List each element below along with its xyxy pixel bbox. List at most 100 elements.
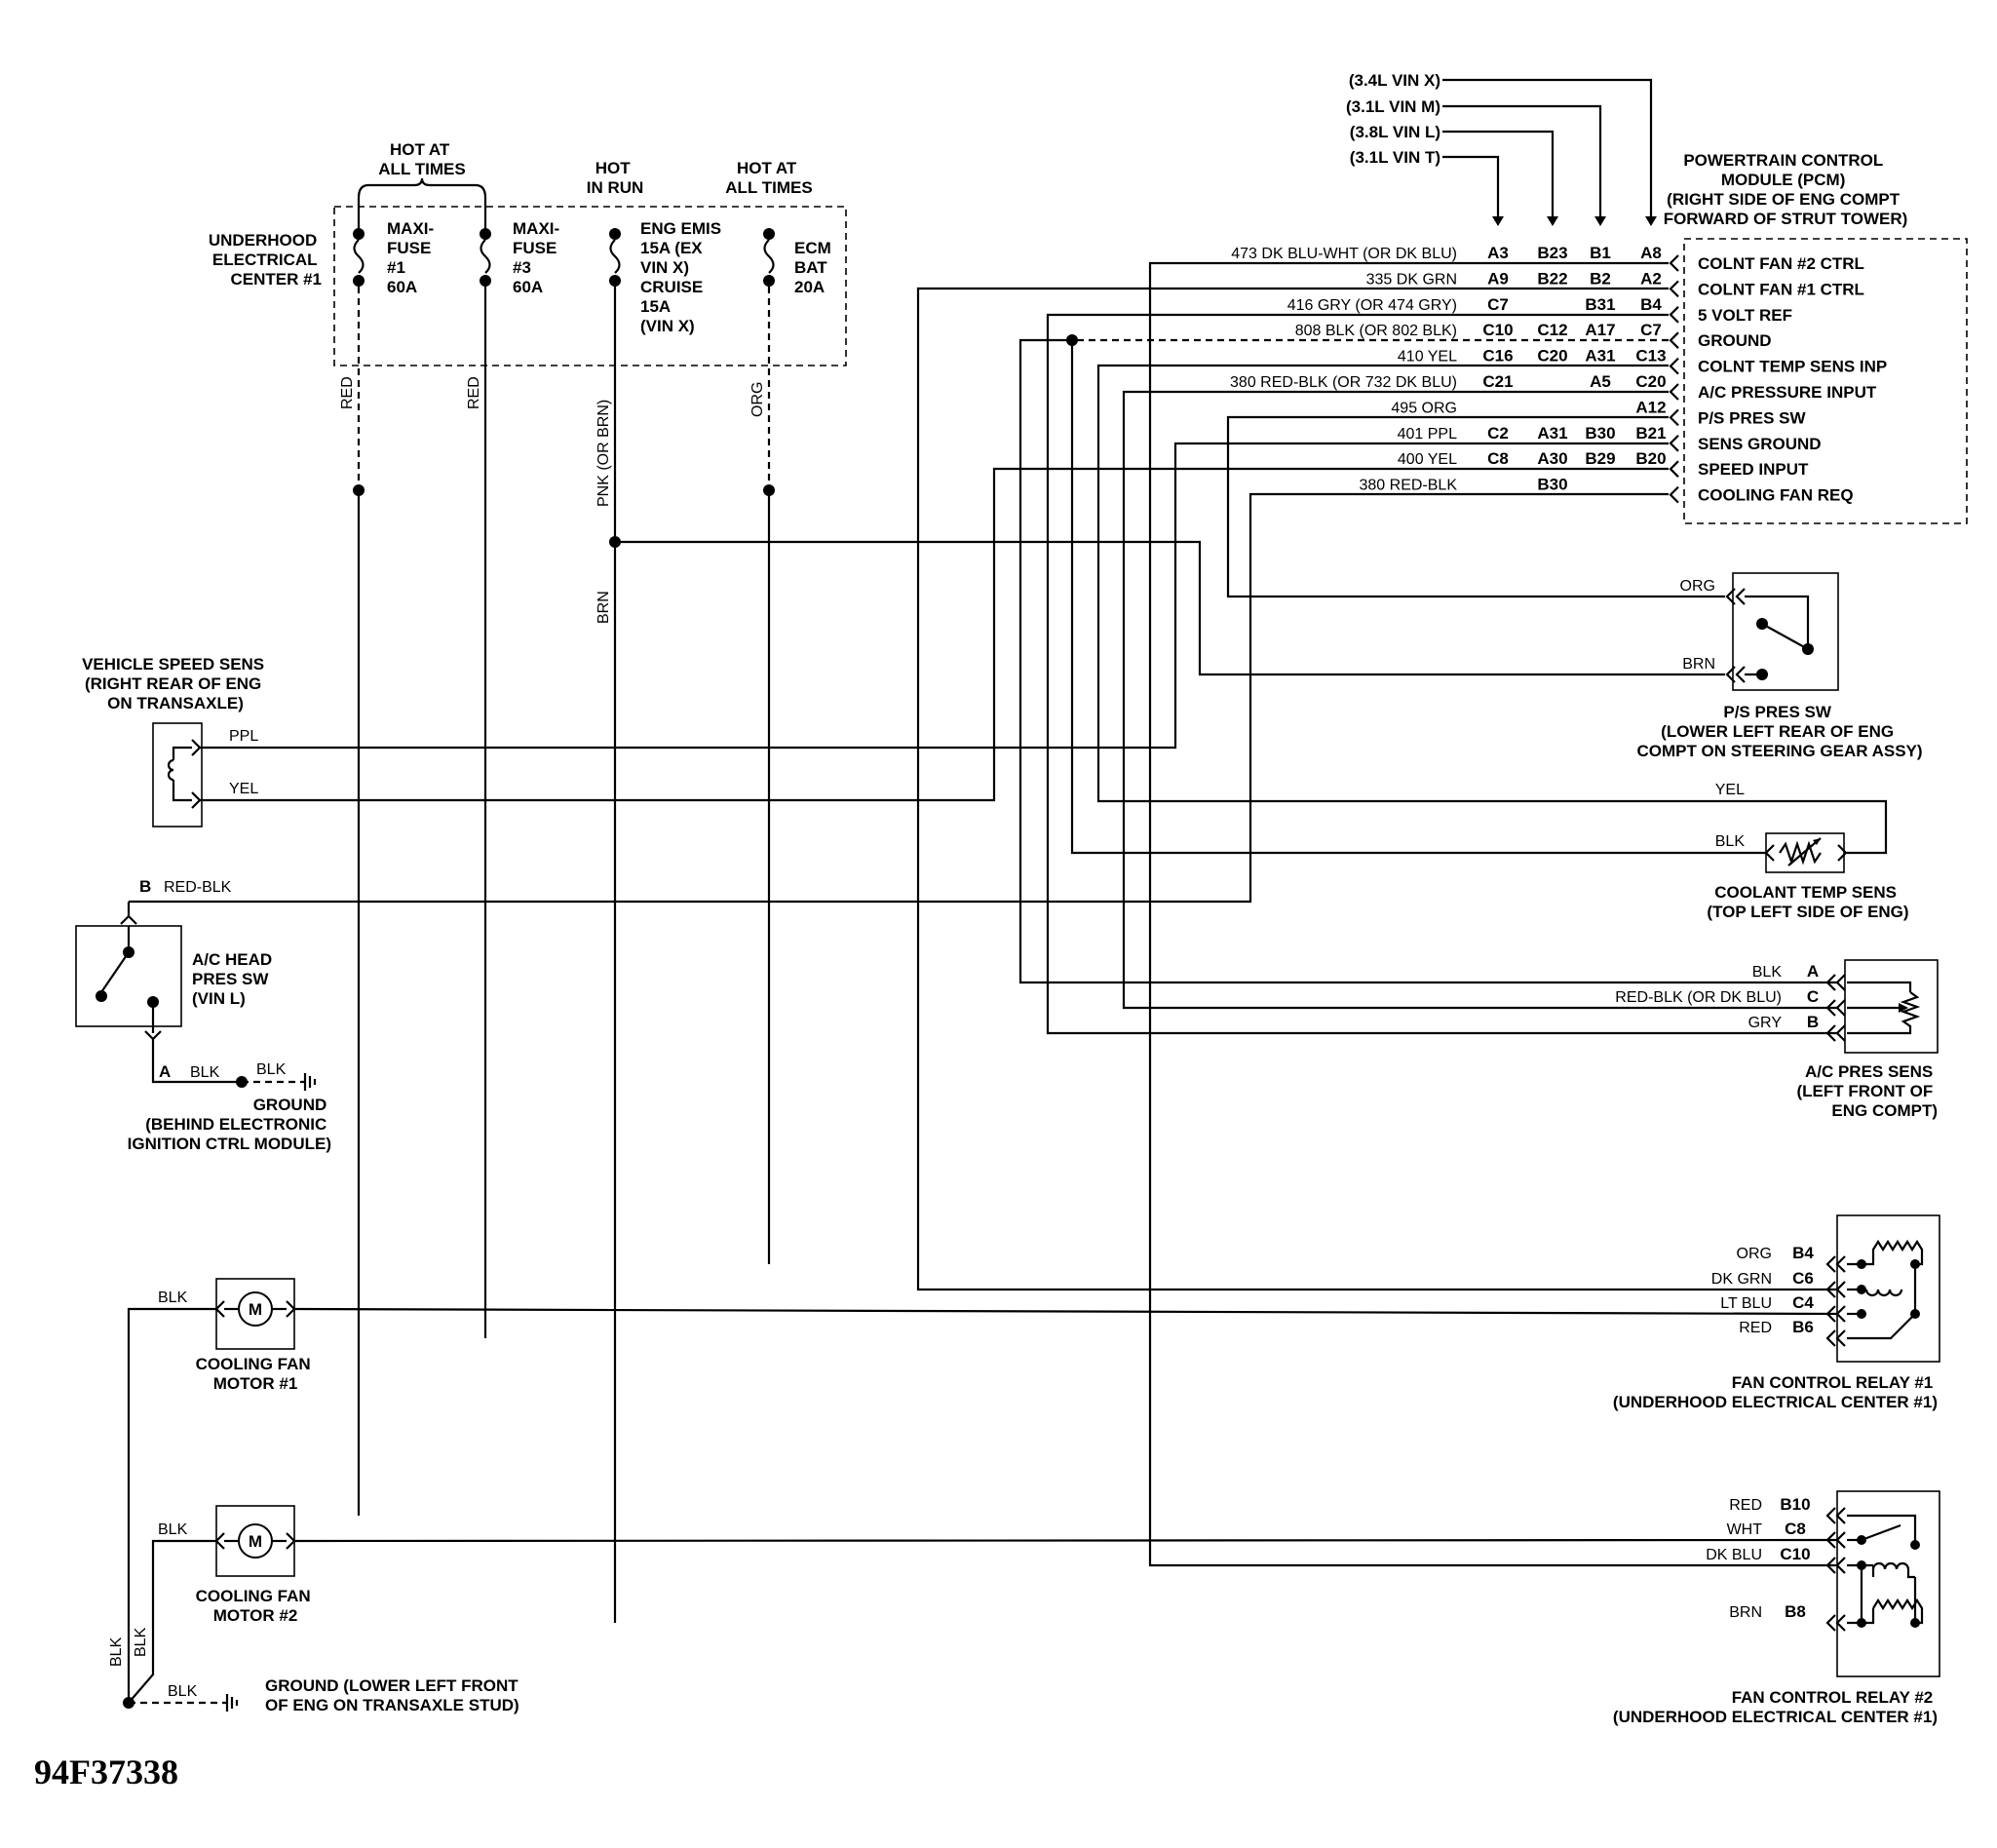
pcm-wire-label: 473 DK BLU-WHT (OR DK BLU) (1231, 246, 1457, 262)
connector-pin-label: B4 (1792, 1244, 1814, 1262)
vss-wire-yel: YEL (229, 781, 258, 797)
pcm-pin-label: C21 (1482, 372, 1513, 391)
fuse3-label: MAXI- FUSE #3 60A (513, 219, 564, 296)
connector-wire-label: RED (1729, 1497, 1762, 1514)
cts-wire-blk: BLK (1715, 833, 1746, 850)
eng-emis-fuse-label: ENG EMIS 15A (EX VIN X) CRUISE 15A (VIN … (640, 219, 726, 335)
acsw-bot-pin: A (159, 1062, 171, 1081)
eng-emis-fuse: ENG EMIS 15A (EX VIN X) CRUISE 15A (VIN … (609, 219, 726, 335)
pcm-pin-label: C7 (1487, 295, 1509, 314)
connector-row: DK BLU C10 (1706, 1545, 1846, 1574)
fan2-title: COOLING FAN MOTOR #2 (196, 1587, 316, 1625)
pcm-title: POWERTRAIN CONTROL MODULE (PCM) (RIGHT S… (1664, 151, 1908, 228)
connector-row: RED-BLK (OR DK BLU)C (1615, 987, 1846, 1017)
pcm-wire-label: 416 GRY (OR 474 GRY) (1287, 297, 1457, 314)
fan1-title: COOLING FAN MOTOR #1 (196, 1355, 316, 1393)
connector-wire-label: WHT (1727, 1521, 1763, 1538)
vss-wire-ppl: PPL (229, 728, 258, 745)
pcm-pin-label: C10 (1482, 321, 1513, 339)
underhood-title: UNDERHOOD ELECTRICAL CENTER #1 (209, 231, 322, 289)
connector-wire-label: ORG (1737, 1246, 1772, 1262)
pcm-pin-label: B22 (1537, 269, 1567, 288)
connector-terminal (1825, 1557, 1846, 1574)
pcm-pin-label: A12 (1635, 398, 1666, 416)
acsw-top-wire: RED-BLK (164, 879, 232, 896)
pcm-pin-label: A2 (1640, 269, 1662, 288)
cooling-fan-motor-2: M BLK COOLING FAN MOTOR #2 (128, 1505, 1838, 1704)
pcm-pin-label: B2 (1590, 269, 1611, 288)
pcm-wire-label: 400 YEL (1398, 451, 1457, 468)
pcm-terminal (1669, 357, 1679, 375)
red-wire-label-1: RED (339, 376, 356, 409)
connector-wire-label: RED (1739, 1320, 1772, 1336)
pcm-terminal (1669, 383, 1679, 401)
pcm-function-label: COOLING FAN REQ (1698, 486, 1854, 505)
fan-ground: BLK BLK BLK GROUND (LOWER LEFT FRONT OF … (108, 1627, 519, 1714)
connector-terminal (1825, 1614, 1846, 1632)
pcm-function-label: COLNT FAN #1 CTRL (1698, 280, 1864, 298)
red-wire-label-2: RED (466, 376, 482, 409)
ecm-bat-fuse: ECM BAT 20A (763, 228, 831, 296)
pcm-wire-label: 380 RED-BLK (OR 732 DK BLU) (1230, 374, 1457, 391)
fan1-motor-symbol: M (249, 1300, 262, 1319)
pcm-wire-label: 335 DK GRN (1366, 271, 1457, 288)
pcm-pin-label: B23 (1537, 244, 1567, 262)
connector-wire-label: DK BLU (1706, 1547, 1762, 1563)
pcm-function-label: SENS GROUND (1698, 435, 1822, 453)
pcm-terminal (1669, 485, 1679, 504)
pnk-wire-label: PNK (OR BRN) (595, 400, 612, 507)
fan2-wire-blk: BLK (158, 1521, 188, 1538)
pcm-wire-label: 495 ORG (1391, 400, 1457, 416)
maxi-fuse-3: MAXI- FUSE #3 60A (480, 198, 564, 296)
underhood-electrical-center: UNDERHOOD ELECTRICAL CENTER #1 HOT AT AL… (209, 140, 847, 366)
pcm-function-label: COLNT TEMP SENS INP (1698, 358, 1887, 376)
connector-pin-label: C10 (1780, 1545, 1810, 1563)
connector-wire-label: BRN (1729, 1604, 1762, 1621)
connector-terminal (1825, 1024, 1846, 1042)
pcm-pin-label: A5 (1590, 372, 1611, 391)
pcm-terminal (1669, 435, 1679, 452)
vss-title: VEHICLE SPEED SENS (RIGHT REAR OF ENG ON… (82, 655, 269, 712)
fuse1-label: MAXI- FUSE #1 60A (387, 219, 439, 296)
pcm-pin-label: C16 (1482, 347, 1513, 366)
cts-wire-yel: YEL (1715, 782, 1745, 798)
connector-pin-label: B8 (1785, 1602, 1806, 1621)
pcm-function-label: COLNT FAN #2 CTRL (1698, 254, 1864, 273)
connector-terminal (1825, 1281, 1846, 1298)
pcm-terminal (1669, 408, 1679, 427)
pcm-pin-label: A8 (1640, 244, 1662, 262)
acsw-bot-wire-2: BLK (256, 1061, 287, 1078)
connector-row: ORG B4 (1737, 1244, 1846, 1273)
pcm-wire-label: 410 YEL (1398, 349, 1457, 366)
vin-label-4: (3.1L VIN T) (1350, 148, 1440, 167)
pcm-pin-label: B4 (1640, 295, 1662, 314)
fan1-wire-blk: BLK (158, 1290, 188, 1306)
vin-label-3: (3.8L VIN L) (1350, 123, 1440, 141)
relay2-title: FAN CONTROL RELAY #2 (UNDERHOOD ELECTRIC… (1613, 1688, 1938, 1726)
pcm-pin-label: A30 (1537, 449, 1567, 468)
coolant-temp-sensor: YEL BLK COOLANT TEMP SENS (TOP LEFT SIDE… (1707, 782, 1908, 921)
pcm-pin-label: A31 (1585, 347, 1615, 366)
fuse-feed-wires: RED RED PNK (OR BRN) BRN ORG (339, 287, 775, 1623)
pcm-pin-label: B30 (1537, 476, 1567, 494)
ps-sw-title: P/S PRES SW (LOWER LEFT REAR OF ENG COMP… (1636, 703, 1922, 760)
